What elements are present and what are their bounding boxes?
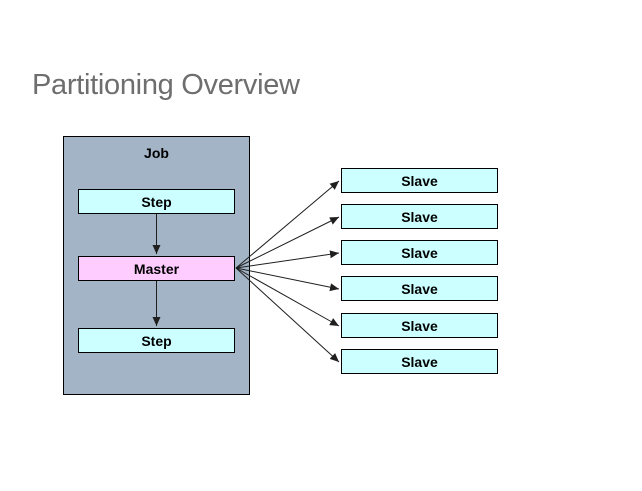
slave-box-2: Slave <box>341 204 498 229</box>
step-bottom-label: Step <box>141 332 172 349</box>
arrow-master-to-slave-5 <box>235 267 340 327</box>
slave-4-label: Slave <box>401 280 438 297</box>
slave-box-1: Slave <box>341 168 498 193</box>
slave-1-label: Slave <box>401 172 438 189</box>
slave-box-3: Slave <box>341 240 498 265</box>
job-label: Job <box>144 145 169 161</box>
slave-box-4: Slave <box>341 276 498 301</box>
arrow-master-to-slave-4 <box>235 267 340 292</box>
job-container: Job Step Master Step <box>63 136 250 395</box>
slave-box-5: Slave <box>341 313 498 338</box>
slave-2-label: Slave <box>401 208 438 225</box>
master-box: Master <box>78 256 235 281</box>
slave-3-label: Slave <box>401 244 438 261</box>
page-title: Partitioning Overview <box>32 69 300 101</box>
step-top-label: Step <box>141 193 172 210</box>
arrow-master-to-slave-3 <box>235 250 340 269</box>
master-label: Master <box>133 260 180 277</box>
step-box-bottom: Step <box>78 328 235 353</box>
arrow-master-to-slave-1 <box>235 180 340 269</box>
slave-5-label: Slave <box>401 317 438 334</box>
arrow-master-to-slave-6 <box>235 267 340 363</box>
slave-6-label: Slave <box>401 353 438 370</box>
arrow-master-to-slave-2 <box>235 216 340 269</box>
step-box-top: Step <box>78 189 235 214</box>
slave-box-6: Slave <box>341 349 498 374</box>
